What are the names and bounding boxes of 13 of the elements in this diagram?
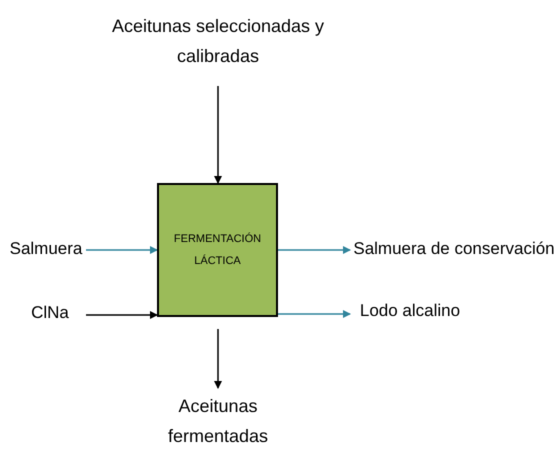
arrow <box>86 311 158 319</box>
stream-label: Aceitunas seleccionadas y calibradas <box>100 8 336 74</box>
stream-label: Lodo alcalino <box>350 298 470 326</box>
process-box: FERMENTACIÓN LÁCTICA <box>157 183 278 317</box>
arrow <box>214 329 222 389</box>
stream-label: Aceitunas fermentadas <box>150 388 286 454</box>
arrow <box>278 246 351 254</box>
arrow <box>86 246 158 254</box>
arrow <box>214 86 222 184</box>
stream-label: Salmuera de conservación <box>350 236 558 264</box>
stream-label: ClNa <box>14 300 86 328</box>
arrow <box>278 310 351 318</box>
stream-label: Salmuera <box>6 236 86 264</box>
